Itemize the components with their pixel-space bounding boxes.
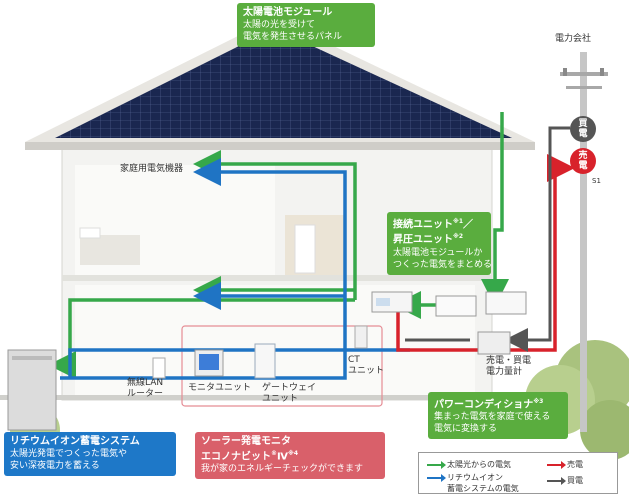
monitor-callout: ソーラー発電モニタ エコノナビット®Ⅳ※4 我が家のエネルギーチェックができます [195, 432, 385, 480]
battery-callout: リチウムイオン蓄電システム 太陽光発電でつくった電気や 安い深夜電力を蓄える [4, 432, 176, 476]
meter-label: 売電・買電電力量計 [486, 356, 532, 377]
company-label: 電力会社 [555, 34, 592, 44]
solar-panel-callout: 太陽電池モジュール 太陽の光を受けて 電気を発生させるパネル [237, 3, 375, 47]
junction-unit-callout: 接続ユニット※1／ 昇圧ユニット※2 太陽電池モジュールか つくった電気をまとめ… [387, 212, 492, 275]
buy-badge: 買 電 [570, 116, 596, 142]
sell-flow-lines [396, 154, 575, 352]
legend-solar: 太陽光からの電気 [427, 459, 511, 470]
monitor-unit-label: モニタユニット [188, 383, 252, 393]
monitor-area [181, 325, 383, 407]
roof [25, 30, 535, 150]
devices [7, 291, 527, 431]
battery-flow-lines [60, 158, 410, 380]
legend: 太陽光からの電気 リチウムイオン蓄電システムの電気 売電 買電 [418, 452, 618, 494]
s1-label: S1 [592, 177, 601, 185]
utility-pole [560, 52, 608, 432]
buy-flow-lines [405, 126, 570, 352]
sell-badge: 売 電 [570, 148, 596, 174]
legend-battery: リチウムイオン蓄電システムの電気 [427, 472, 519, 494]
legend-buy: 買電 [547, 475, 583, 486]
gateway-label: ゲートウェイユニット [262, 383, 317, 404]
appliances-label: 家庭用電気機器 [120, 164, 184, 174]
legend-sell: 売電 [547, 459, 583, 470]
power-conditioner-callout: パワーコンディショナ※3 集まった電気を家庭で使える 電気に変換する [428, 392, 568, 440]
